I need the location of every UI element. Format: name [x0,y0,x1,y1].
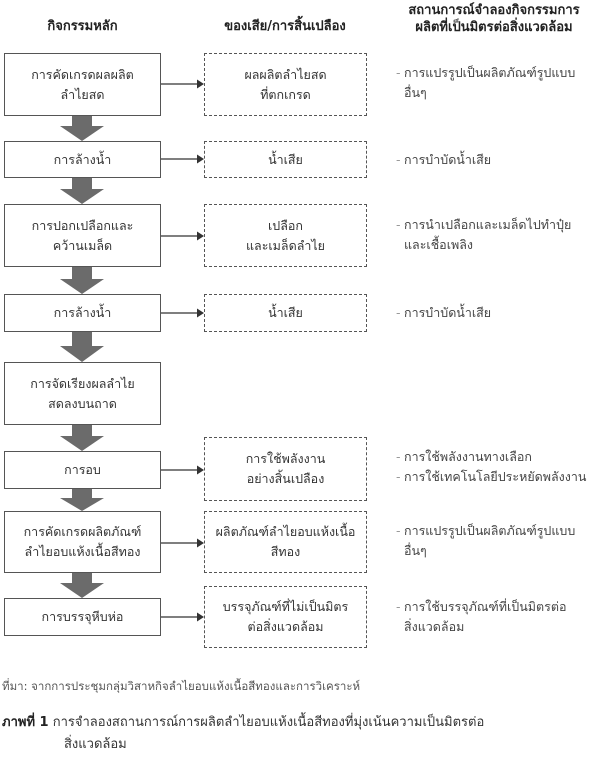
down-arrow-7 [60,573,104,598]
activity-3-line2: คว้านเมล็ด [52,237,113,253]
activity-1-line2: ลำไยสด [60,86,105,102]
situation-3: การนำเปลือกและเมล็ดไปทำปุ๋ย และเชื้อเพลิ… [396,215,600,255]
waste-7-line2: สีทอง [270,544,301,559]
situation-6a-line1: การใช้พลังงานทางเลือก [396,447,600,467]
activity-7-line2: ลำไยอบแห้งเนื้อสีทอง [24,544,141,559]
situation-8-line1: การใช้บรรจุภัณฑ์ที่เป็นมิตรต่อ [396,597,600,617]
waste-6-line2: อย่างสิ้นเปลือง [246,471,325,486]
down-arrow-1 [60,116,104,141]
situation-6: การใช้พลังงานทางเลือก การใช้เทคโนโลยีประ… [396,447,600,487]
connector-arrow-4 [161,308,204,318]
activity-3-line1: การปอกเปลือกและ [31,217,134,233]
situation-2-line1: การบำบัดน้ำเสีย [396,150,600,170]
waste-box-4: น้ำเสีย [204,294,367,332]
down-arrow-4 [60,332,104,362]
header-situation: สถานการณ์จำลองกิจกรรมการ ผลิตที่เป็นมิตร… [388,2,600,36]
waste-1-line1: ผลผลิตลำไยสด [244,66,327,82]
activity-box-1: การคัดเกรดผลผลิต ลำไยสด [4,53,161,116]
situation-1: การแปรรูปเป็นผลิตภัณฑ์รูปแบบ อื่นๆ [396,63,600,103]
waste-2-line1: น้ำเสีย [268,151,303,167]
situation-7-line1: การแปรรูปเป็นผลิตภัณฑ์รูปแบบ [396,521,600,541]
waste-box-3: เปลือก และเมล็ดลำไย [204,204,367,267]
situation-4-line1: การบำบัดน้ำเสีย [396,303,600,323]
waste-box-1: ผลผลิตลำไยสด ที่ตกเกรด [204,53,367,116]
caption-line1: การจำลองสถานการณ์การผลิตลำไยอบแห้งเนื้อส… [52,715,485,730]
connector-arrow-6 [161,465,204,475]
activity-7-line1: การคัดเกรดผลิตภัณฑ์ [23,524,142,539]
header-main-activity: กิจกรรมหลัก [47,19,118,34]
source-note: ที่มา: จากการประชุมกลุ่มวิสาหกิจลำไยอบแห… [2,679,361,693]
header-situation-line2: ผลิตที่เป็นมิตรต่อสิ่งแวดล้อม [415,20,573,35]
activity-8-line1: การบรรจุหีบห่อ [41,609,124,624]
waste-4-line1: น้ำเสีย [268,305,303,320]
activity-box-6: การอบ [4,451,161,489]
activity-2-line1: การล้างน้ำ [53,151,112,167]
connector-arrow-1 [161,79,204,89]
situation-6b-line1: การใช้เทคโนโลยีประหยัดพลังงาน [396,467,600,487]
activity-box-3: การปอกเปลือกและ คว้านเมล็ด [4,204,161,267]
activity-1-line1: การคัดเกรดผลผลิต [31,66,134,82]
figure-caption: ภาพที่ 1 การจำลองสถานการณ์การผลิตลำไยอบแ… [2,712,598,756]
waste-3-line2: และเมล็ดลำไย [245,237,325,253]
situation-4: การบำบัดน้ำเสีย [396,303,600,323]
activity-5-line2: สดลงบนถาด [48,395,117,411]
header-situation-line1: สถานการณ์จำลองกิจกรรมการ [408,3,580,18]
waste-3-line1: เปลือก [268,217,303,233]
waste-6-line1: การใช้พลังงาน [245,451,326,466]
activity-5-line1: การจัดเรียงผลลำไย [30,375,135,391]
connector-arrow-7 [161,538,204,548]
situation-1-line1: การแปรรูปเป็นผลิตภัณฑ์รูปแบบ [396,63,600,83]
situation-8-line2: สิ่งแวดล้อม [404,619,465,634]
caption-line2: สิ่งแวดล้อม [64,737,127,752]
header-waste: ของเสีย/การสิ้นเปลือง [224,19,346,34]
situation-7-line2: อื่นๆ [404,543,427,558]
situation-8: การใช้บรรจุภัณฑ์ที่เป็นมิตรต่อ สิ่งแวดล้… [396,597,600,637]
situation-2: การบำบัดน้ำเสีย [396,150,600,170]
down-arrow-6 [60,489,104,511]
waste-8-line2: ต่อสิ่งแวดล้อม [247,619,324,634]
caption-label: ภาพที่ 1 [2,715,49,730]
waste-box-7: ผลิตภัณฑ์ลำไยอบแห้งเนื้อ สีทอง [204,511,367,573]
waste-8-line1: บรรจุภัณฑ์ที่ไม่เป็นมิตร [222,599,349,614]
activity-6-line1: การอบ [64,462,101,477]
connector-arrow-3 [161,231,204,241]
activity-4-line1: การล้างน้ำ [53,305,112,320]
activity-box-2: การล้างน้ำ [4,141,161,178]
down-arrow-5 [60,425,104,451]
connector-arrow-2 [161,154,204,164]
connector-arrow-8 [161,612,204,622]
situation-7: การแปรรูปเป็นผลิตภัณฑ์รูปแบบ อื่นๆ [396,521,600,561]
waste-box-2: น้ำเสีย [204,141,367,178]
activity-box-7: การคัดเกรดผลิตภัณฑ์ ลำไยอบแห้งเนื้อสีทอง [4,511,161,573]
waste-1-line2: ที่ตกเกรด [260,86,311,102]
situation-3-line2: และเชื้อเพลิง [404,237,473,252]
waste-box-6: การใช้พลังงาน อย่างสิ้นเปลือง [204,437,367,501]
waste-7-line1: ผลิตภัณฑ์ลำไยอบแห้งเนื้อ [215,524,356,539]
waste-box-8: บรรจุภัณฑ์ที่ไม่เป็นมิตร ต่อสิ่งแวดล้อม [204,586,367,648]
situation-3-line1: การนำเปลือกและเมล็ดไปทำปุ๋ย [396,215,600,235]
down-arrow-3 [60,267,104,294]
situation-1-line2: อื่นๆ [404,85,427,100]
activity-box-5: การจัดเรียงผลลำไย สดลงบนถาด [4,362,161,425]
down-arrow-2 [60,178,104,204]
activity-box-8: การบรรจุหีบห่อ [4,598,161,636]
activity-box-4: การล้างน้ำ [4,294,161,332]
